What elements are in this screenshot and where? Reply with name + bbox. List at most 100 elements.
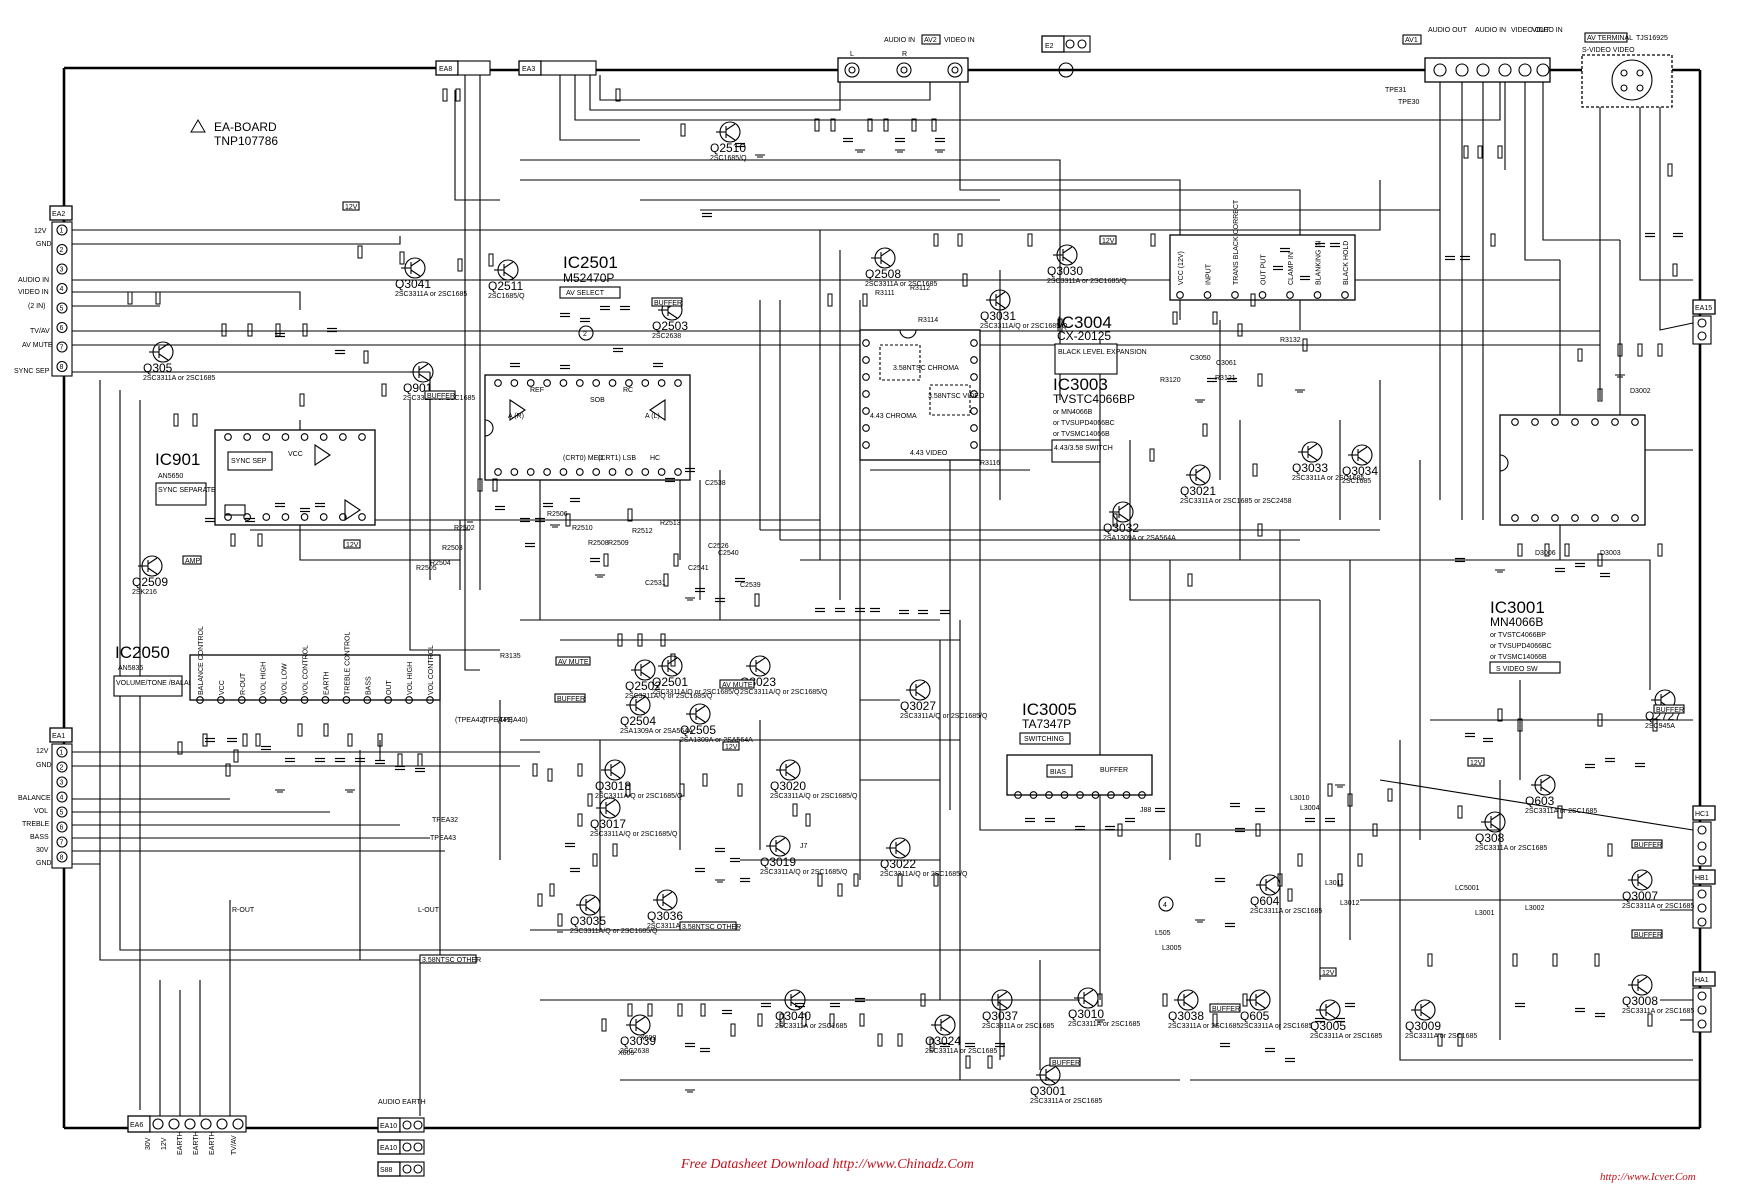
transistor-ref: Q305 [143, 361, 173, 375]
connector-pin [152, 1118, 164, 1130]
connector-pin [200, 1118, 212, 1130]
ic-pin [1631, 514, 1639, 522]
resistor [1657, 543, 1663, 557]
ic-pin [559, 379, 568, 387]
connector-pin [56, 243, 68, 256]
svg-text:AMP: AMP [185, 558, 201, 565]
ic-pin [281, 433, 290, 441]
connector-ea6: EA6 30V 12V EARTH EARTH EARTH TV/AV [127, 1115, 247, 1155]
resistor [323, 723, 329, 737]
svg-text:IC2501: IC2501 [563, 253, 618, 272]
reference-label: R3121 [1215, 375, 1236, 382]
resistor [1027, 233, 1033, 247]
transistor-ref: Q3039 [620, 1034, 656, 1048]
transistor-type: 2SC3311A/Q or 2SC1685/Q [595, 793, 683, 800]
ic-pin [1531, 514, 1539, 522]
reference-label: L3005 [1162, 945, 1182, 952]
ic3004-pin-label: BLANKING IN [1316, 241, 1323, 285]
resistor [830, 118, 836, 132]
pin-number: 8 [60, 364, 64, 371]
resistor [302, 323, 308, 337]
reference-label: R3116 [980, 460, 1000, 467]
pin-number: 6 [60, 325, 64, 332]
svg-text:IC3004: IC3004 [1057, 313, 1112, 332]
ic-pin [862, 373, 870, 381]
reference-label: C2539 [740, 582, 761, 589]
ic-pin [426, 696, 434, 704]
ic-pin [342, 696, 351, 704]
svg-text:IC3005: IC3005 [1022, 700, 1077, 719]
svg-text:12V: 12V [1102, 238, 1115, 245]
resistor [603, 553, 609, 567]
reference-label: C3050 [1190, 355, 1211, 362]
resistor [397, 753, 403, 767]
ic-pin [1551, 418, 1559, 426]
svg-text:4.43 VIDEO: 4.43 VIDEO [910, 450, 948, 457]
svg-text:VIDEO IN: VIDEO IN [18, 289, 49, 296]
svg-text:30V: 30V [36, 847, 49, 854]
resistor [192, 413, 198, 427]
ic2501: IC2501 M52470P AV SELECT A (R) A (L) SOB… [484, 253, 691, 481]
svg-text:VIDEO IN: VIDEO IN [944, 37, 975, 44]
ic-pin [1091, 791, 1100, 799]
ic-pin [1631, 418, 1639, 426]
transistor-ref: Q3031 [980, 309, 1016, 323]
marker-2: 2 [578, 325, 594, 341]
svg-text:BALANCE: BALANCE [18, 795, 51, 802]
ic3005: IC3005 TA7347P SWITCHING BIAS BUFFER [1006, 700, 1153, 799]
ic-pin [526, 379, 535, 387]
resistor [1057, 318, 1063, 332]
svg-text:TV/AV: TV/AV [231, 1135, 238, 1155]
reference-label: L3002 [1525, 905, 1545, 912]
transistor-ref: Q3036 [647, 909, 683, 923]
ic-pin [1258, 291, 1267, 299]
footer-left-link[interactable]: Free Datasheet Download http://www.China… [681, 1157, 974, 1172]
resistor [1617, 343, 1623, 357]
board-name: EA-BOARD [214, 120, 277, 134]
svg-text:or MN4066B: or MN4066B [1053, 409, 1093, 416]
resistor [1657, 343, 1663, 357]
resistor [1347, 793, 1353, 807]
reference-label: R3114 [918, 317, 938, 324]
ic-pin [1060, 791, 1069, 799]
svg-text:BUFFER: BUFFER [1656, 707, 1684, 714]
resistor [532, 763, 538, 777]
ic2050-pin-label: TREBLE CONTROL [344, 631, 351, 695]
resistor [1564, 543, 1570, 557]
connector-pin [1697, 841, 1707, 851]
ic-pin [1511, 514, 1519, 522]
transistor-ref: Q2510 [710, 141, 746, 155]
resistor [1497, 708, 1503, 722]
connector-pin [56, 302, 68, 314]
resistor [442, 88, 448, 102]
connector-pin [184, 1118, 196, 1130]
svg-text:GND: GND [36, 860, 52, 867]
ea2-pin-labels: 12V GND AUDIO IN VIDEO IN (2 IN) TV/AV A… [14, 228, 53, 375]
connector-pin [56, 263, 68, 275]
resistor [255, 733, 261, 747]
ic-pin [1611, 418, 1619, 426]
transistor-type: 2SC3311A/Q or 2SC1685/Q [625, 693, 713, 700]
svg-text:SYNC SEPARATER: SYNC SEPARATER [158, 487, 221, 494]
svg-text:BUFFER: BUFFER [654, 300, 682, 307]
connector-pin [232, 1118, 244, 1130]
footer-right-link[interactable]: http://www.Icver.Com [1600, 1171, 1696, 1183]
svg-text:HA1: HA1 [1695, 977, 1709, 984]
ic-pin [510, 468, 519, 476]
svg-text:3.58NTSC VIDEO: 3.58NTSC VIDEO [928, 393, 985, 400]
svg-text:S88: S88 [380, 1167, 393, 1174]
ic-pin [1313, 291, 1322, 299]
ic-pin [625, 379, 633, 387]
resistor [805, 813, 811, 827]
resistor [754, 593, 760, 607]
resistor [957, 233, 963, 247]
resistor [1597, 713, 1603, 727]
svg-text:MN4066B: MN4066B [1490, 615, 1543, 629]
transistor-ref: Q3030 [1047, 264, 1083, 278]
ic-pin [1611, 514, 1619, 522]
svg-text:TREBLE: TREBLE [22, 821, 50, 828]
